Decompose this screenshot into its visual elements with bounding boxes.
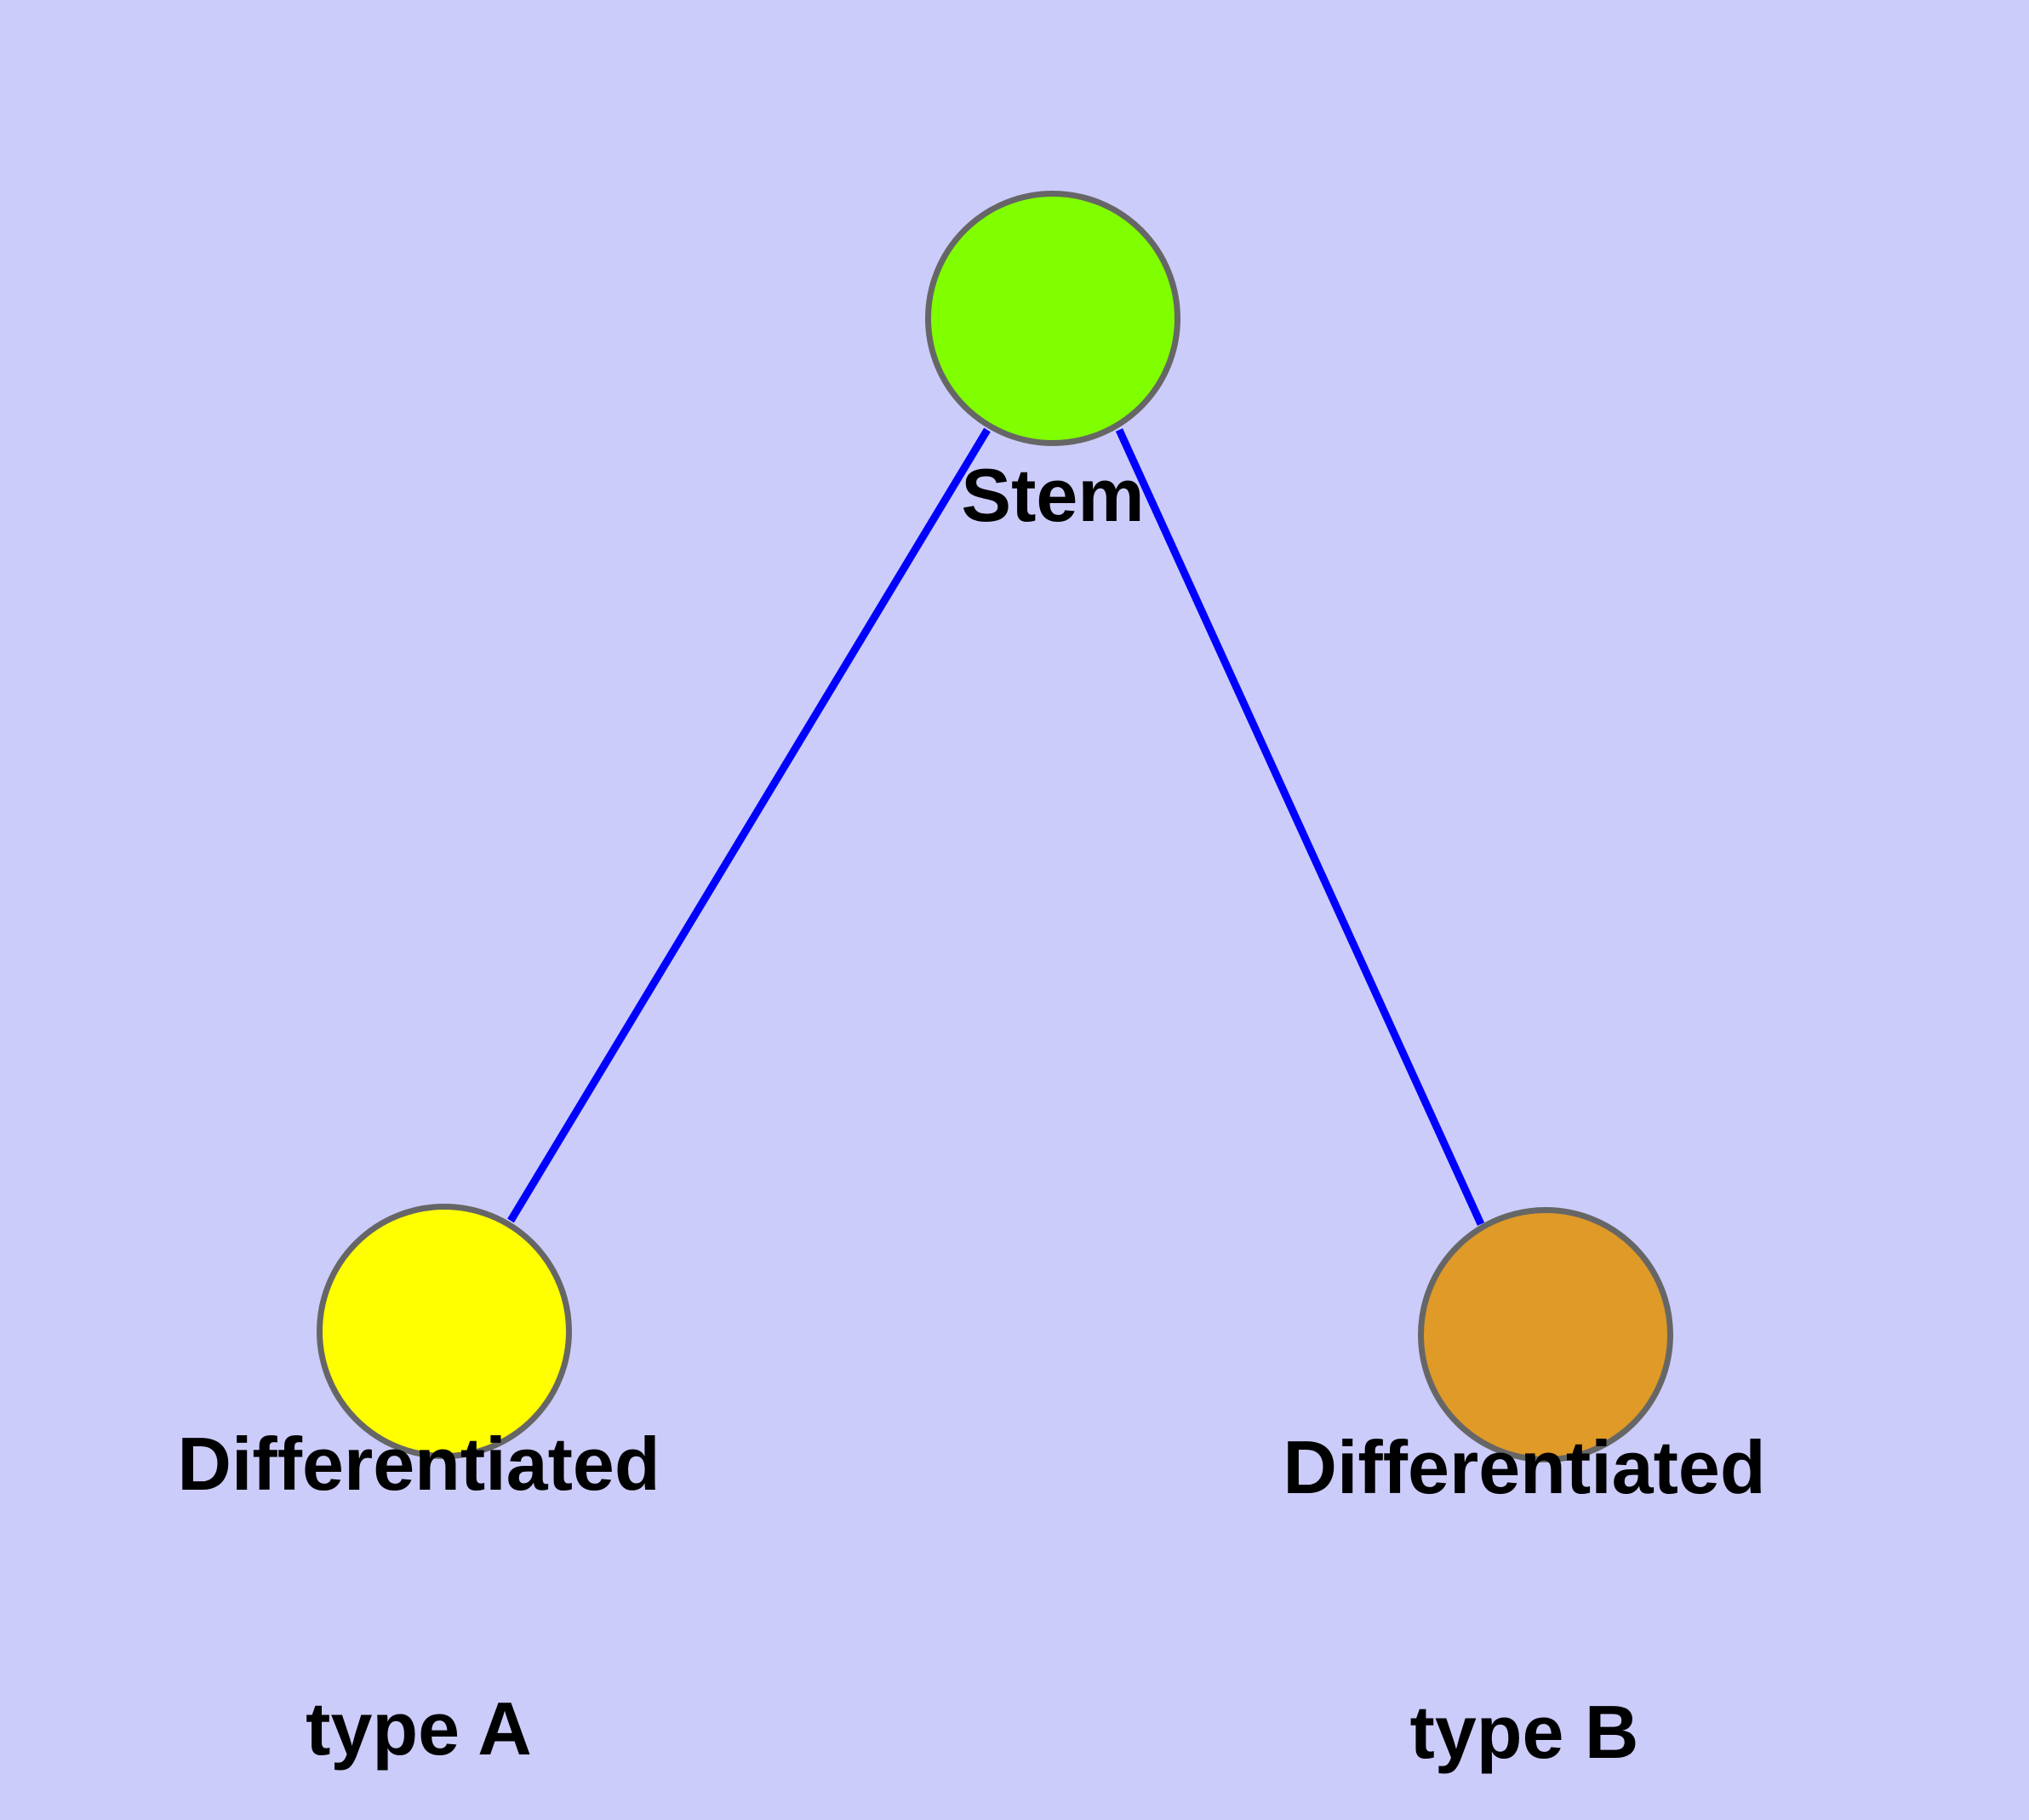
edge-stem-to-type-b[interactable] <box>1115 428 1485 1226</box>
node-stem[interactable] <box>925 191 1180 446</box>
node-differentiated-type-b[interactable] <box>1418 1207 1673 1462</box>
node-differentiated-type-a[interactable] <box>317 1204 572 1459</box>
edge-stem-to-type-a[interactable] <box>507 427 991 1223</box>
